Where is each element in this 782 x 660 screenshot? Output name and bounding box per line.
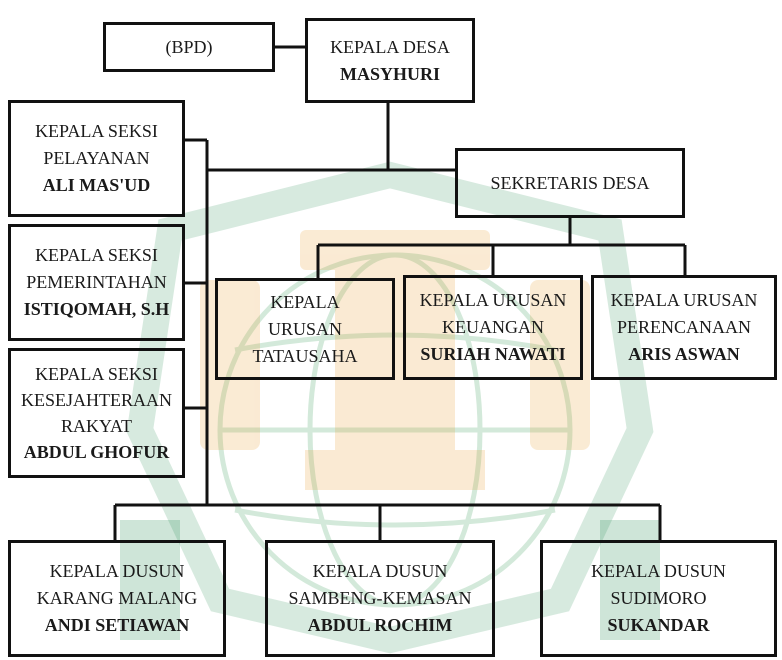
node-person-name: MASYHURI (339, 63, 440, 84)
node-title: (BPD) (165, 36, 213, 57)
node-urusan-perencanaan: KEPALA URUSAN PERENCANAAN ARIS ASWAN (591, 275, 777, 380)
node-title: PELAYANAN (43, 148, 150, 168)
node-person-name: ANDI SETIAWAN (44, 615, 190, 635)
node-person-name: ISTIQOMAH, S.H (23, 299, 170, 319)
node-title: KEPALA DUSUN (312, 561, 448, 581)
node-title: SAMBENG-KEMASAN (288, 588, 472, 608)
node-title: KEPALA URUSAN (610, 290, 758, 310)
node-urusan-keuangan: KEPALA URUSAN KEUANGAN SURIAH NAWATI (403, 275, 583, 380)
node-title: KEPALA SEKSI (35, 364, 158, 384)
node-title: KEPALA SEKSI (35, 245, 158, 265)
node-kepala-desa: KEPALA DESA MASYHURI (305, 18, 475, 103)
node-title: KEPALA DUSUN (591, 561, 726, 581)
node-title: PERENCANAAN (616, 317, 751, 337)
node-person-name: SUKANDAR (607, 615, 710, 635)
node-dusun-sudimoro: KEPALA DUSUN SUDIMORO SUKANDAR (540, 540, 777, 657)
node-title: KEPALA DESA (330, 36, 450, 57)
node-seksi-pelayanan: KEPALA SEKSI PELAYANAN ALI MAS'UD (8, 100, 185, 217)
node-seksi-pemerintahan: KEPALA SEKSI PEMERINTAHAN ISTIQOMAH, S.H (8, 224, 185, 341)
node-seksi-kesejahteraan: KEPALA SEKSI KESEJAHTERAAN RAKYAT ABDUL … (8, 348, 185, 478)
node-title: KEPALA URUSAN (419, 290, 567, 310)
node-person-name: ALI MAS'UD (42, 175, 151, 195)
node-title: KESEJAHTERAAN (21, 390, 172, 410)
node-title: KEPALA SEKSI (35, 121, 158, 141)
node-title: KARANG MALANG (36, 588, 198, 608)
node-title: KEPALA DUSUN (49, 561, 185, 581)
node-title: RAKYAT (60, 416, 132, 436)
node-urusan-tatausaha: KEPALA URUSAN TATAUSAHA (215, 278, 395, 380)
node-title: URUSAN (267, 318, 342, 339)
node-title: TATAUSAHA (252, 345, 358, 366)
node-dusun-sambeng-kemasan: KEPALA DUSUN SAMBENG-KEMASAN ABDUL ROCHI… (265, 540, 495, 657)
node-title: SUDIMORO (610, 588, 707, 608)
node-sekretaris-desa: SEKRETARIS DESA (455, 148, 685, 218)
node-title: SEKRETARIS DESA (490, 172, 650, 193)
node-title: KEPALA (270, 291, 340, 312)
node-title: KEUANGAN (442, 317, 544, 337)
node-person-name: ARIS ASWAN (628, 344, 740, 364)
node-title: PEMERINTAHAN (26, 272, 167, 292)
node-person-name: ABDUL ROCHIM (307, 615, 453, 635)
node-person-name: ABDUL GHOFUR (23, 442, 170, 462)
node-dusun-karang-malang: KEPALA DUSUN KARANG MALANG ANDI SETIAWAN (8, 540, 226, 657)
node-bpd: (BPD) (103, 22, 275, 72)
node-person-name: SURIAH NAWATI (420, 344, 566, 364)
